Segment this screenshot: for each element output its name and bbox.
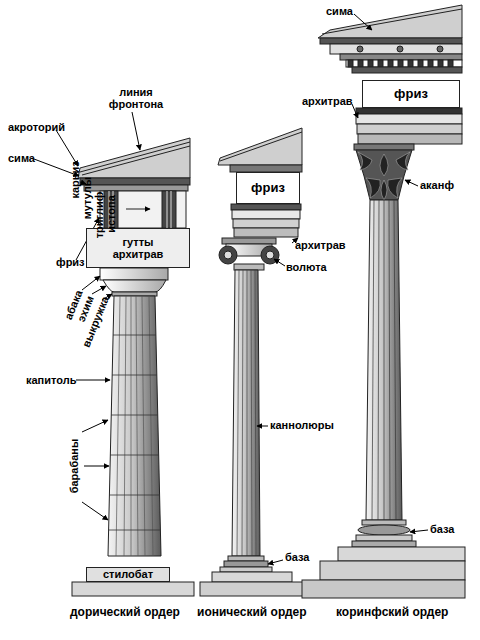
part-label: линия фронтона xyxy=(104,87,168,110)
order-caption: коринфский ордер xyxy=(336,606,448,619)
part-label: каннолюры xyxy=(270,420,334,432)
band-text: архитрав xyxy=(113,248,164,260)
part-label: сима xyxy=(8,153,35,165)
entablature-band: стилобат xyxy=(86,567,170,582)
part-label: карниз xyxy=(70,161,82,198)
order-caption: ионический ордер xyxy=(197,606,307,619)
corinthian-order xyxy=(302,5,465,598)
part-label: акроторий xyxy=(8,122,65,134)
band-text: гутты xyxy=(122,236,153,248)
part-label: база xyxy=(285,552,310,564)
ionic-order xyxy=(200,128,305,596)
part-label: аканф xyxy=(420,180,454,192)
part-label: мутулы xyxy=(82,177,94,219)
part-label: барабаны xyxy=(69,439,81,494)
part-label: база xyxy=(430,524,455,536)
part-label: фриз xyxy=(56,257,85,269)
doric-order xyxy=(72,138,194,596)
part-label: волюта xyxy=(286,262,327,274)
part-label: сима xyxy=(326,6,353,18)
band-text: фриз xyxy=(394,87,428,101)
part-label: архитрав xyxy=(302,96,353,108)
part-label: капитоль xyxy=(26,375,76,387)
order-caption: дорический ордер xyxy=(70,606,180,619)
band-text: стилобат xyxy=(103,568,153,580)
band-text: фриз xyxy=(251,181,285,195)
entablature-band: фриз xyxy=(236,172,300,204)
part-label: истопа xyxy=(106,195,118,233)
part-label: архитрав xyxy=(295,240,346,252)
part-label: триглиф xyxy=(94,192,106,239)
entablature-band: фриз xyxy=(362,80,460,108)
